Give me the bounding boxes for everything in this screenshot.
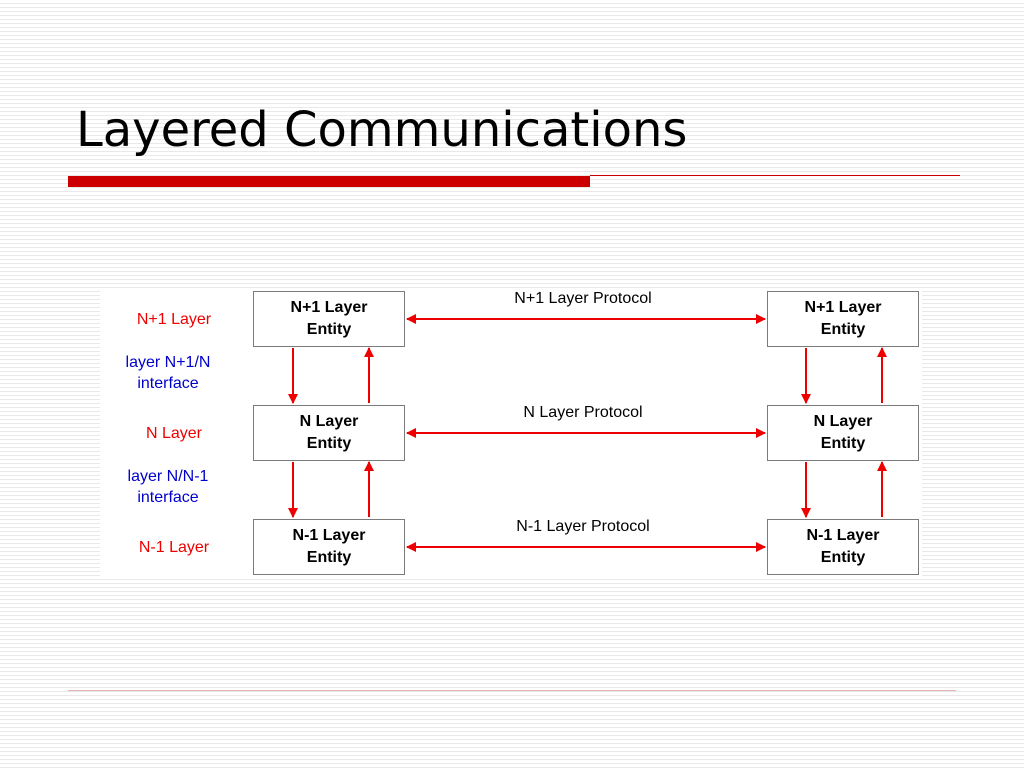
title-underline-thick (68, 176, 590, 187)
title-underline-thin (590, 175, 960, 176)
slide-title: Layered Communications (76, 102, 688, 158)
protocol-label-n-plus-1: N+1 Layer Protocol (514, 290, 652, 307)
protocol-label-n: N Layer Protocol (523, 404, 643, 421)
protocol-label-n-minus-1: N-1 Layer Protocol (516, 518, 650, 535)
label-n-layer: N Layer (145, 425, 203, 442)
footer-divider (68, 690, 956, 691)
arrows-svg (288, 314, 887, 552)
label-n-plus-1-layer: N+1 Layer (136, 311, 212, 328)
label-n-minus-1-layer: N-1 Layer (138, 539, 210, 556)
